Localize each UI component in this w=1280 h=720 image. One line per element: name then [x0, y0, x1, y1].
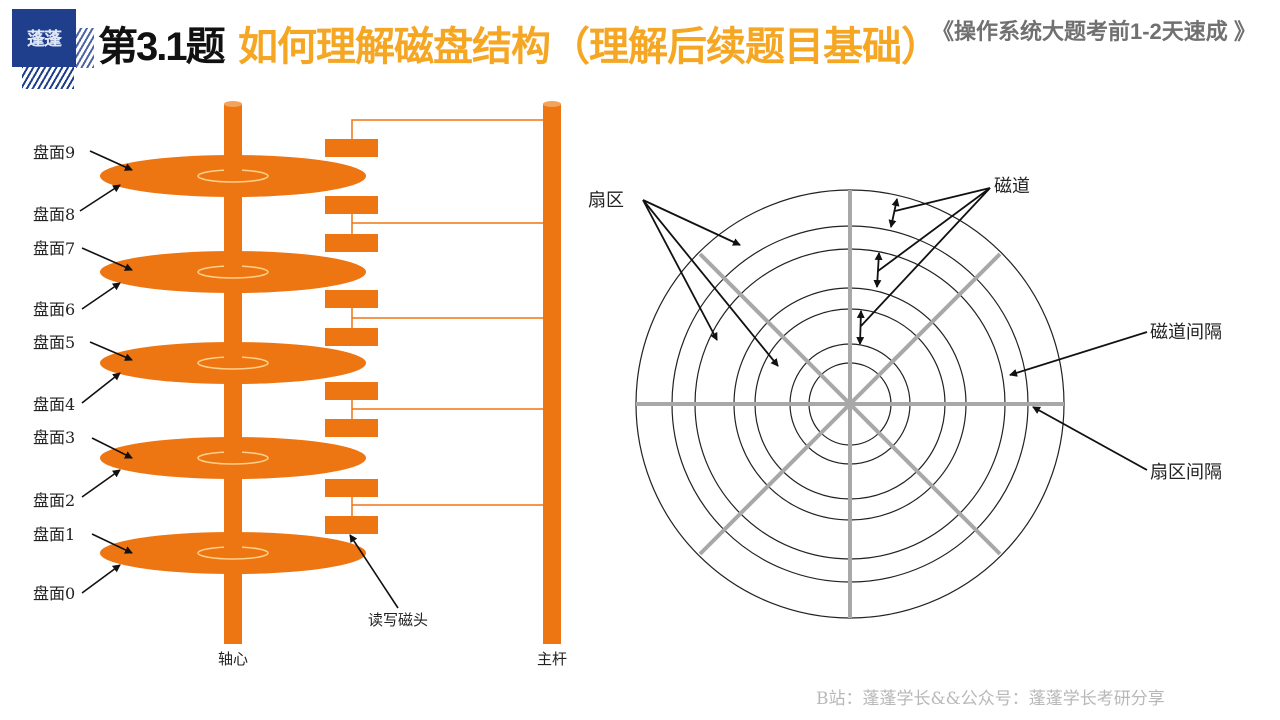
platter-label: 盘面3: [33, 428, 75, 447]
platter: [100, 310, 366, 384]
series-title: 《操作系统大题考前1-2天速成 》: [932, 19, 1256, 44]
platter-label: 盘面4: [33, 395, 75, 414]
platter: [100, 405, 366, 479]
logo-text: 蓬蓬: [27, 29, 62, 50]
platter: [100, 120, 366, 197]
platter-label: 盘面5: [33, 333, 75, 352]
track-label: 磁道: [994, 176, 1030, 197]
platter-label: 盘面2: [33, 491, 75, 510]
platter-stack-diagram: 盘面9 盘面8 盘面7 盘面6 盘面5 盘面4 盘面3 盘面2 盘面1 盘面0 …: [33, 101, 567, 668]
head-label: 读写磁头: [368, 611, 428, 629]
platter-label: 盘面6: [33, 300, 75, 319]
logo-badge: 蓬蓬: [12, 9, 76, 67]
platter-label: 盘面8: [33, 205, 75, 224]
page-title: 如何理解磁盘结构（理解后续题目基础）: [238, 25, 941, 69]
logo-stripes-decoration: [22, 67, 74, 89]
platter-label: 盘面1: [33, 525, 75, 544]
sector-label: 扇区: [588, 190, 624, 211]
question-number: 第3.1题: [98, 25, 226, 69]
sector-gap-label: 扇区间隔: [1150, 462, 1222, 483]
platter-label: 盘面9: [33, 143, 75, 162]
arm-label: 主杆: [537, 650, 567, 668]
logo-stripes-decoration: [76, 28, 94, 68]
sector-dividers: [636, 190, 1064, 618]
head-connectors: [351, 119, 545, 516]
main-arm-rod: [543, 104, 561, 644]
track-gap-label: 磁道间隔: [1150, 322, 1222, 343]
read-write-heads: [325, 139, 378, 534]
platter-label: 盘面0: [33, 584, 75, 603]
spindle-label: 轴心: [218, 650, 248, 668]
footer-credit: B站：蓬蓬学长&&公众号：蓬蓬学长考研分享: [816, 689, 1165, 709]
platter: [100, 500, 366, 574]
platter-label: 盘面7: [33, 239, 75, 258]
disk-surface-diagram: 扇区 磁道 磁道间隔 扇区间隔: [588, 176, 1222, 619]
platter: [100, 220, 366, 293]
